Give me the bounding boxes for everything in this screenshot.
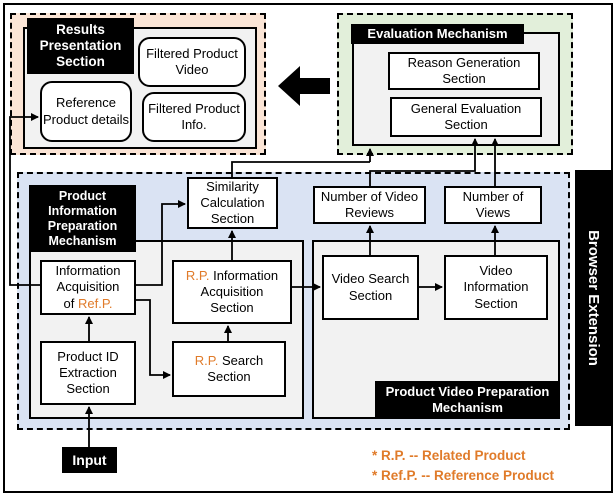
rp-search-text2: Section xyxy=(207,369,251,384)
video-search-box: Video Search Section xyxy=(322,255,419,320)
similarity-calculation-box: Similarity Calculation Section xyxy=(187,177,278,229)
filtered-product-video-box: Filtered Product Video xyxy=(138,37,246,87)
general-evaluation-box: General Evaluation Section xyxy=(390,97,542,137)
rp-search-text1: Search xyxy=(218,352,264,368)
rp-search-box: R.P. Search Section xyxy=(172,341,286,397)
number-of-views-box: Number of Views xyxy=(444,186,542,224)
rp-highlight-info: R.P. xyxy=(185,267,210,283)
product-info-mechanism-title: Product Information Preparation Mechanis… xyxy=(29,185,136,252)
browser-extension-text: Browser Extension xyxy=(585,230,602,366)
info-acquisition-prefix: of xyxy=(63,295,78,311)
info-acquisition-ref-box: Information Acquisition of Ref.P. xyxy=(40,260,136,315)
reference-product-details-box: Reference Product details xyxy=(40,81,132,142)
reason-generation-box: Reason Generation Section xyxy=(388,52,540,90)
info-acquisition-line2: Acquisition xyxy=(56,279,120,295)
product-id-extraction-box: Product ID Extraction Section xyxy=(40,341,136,405)
ref-p-highlight: Ref.P. xyxy=(78,295,113,311)
input-label: Input xyxy=(62,447,117,473)
filtered-product-info-box: Filtered Product Info. xyxy=(142,92,246,142)
rp-info-text1: Information xyxy=(209,267,279,283)
video-information-box: Video Information Section xyxy=(444,255,548,320)
video-mechanism-title: Product Video Preparation Mechanism xyxy=(375,381,560,419)
footnote-rp: * R.P. -- Related Product xyxy=(372,448,526,463)
rp-highlight-search: R.P. xyxy=(194,352,219,368)
evaluation-mechanism-title: Evaluation Mechanism xyxy=(351,24,524,44)
number-of-video-reviews-box: Number of Video Reviews xyxy=(313,186,426,224)
rp-info-text3: Section xyxy=(210,300,254,316)
rp-info-text2: Acquisition xyxy=(200,283,264,299)
info-acquisition-line1: Information xyxy=(55,263,121,279)
outer-frame xyxy=(3,3,613,493)
results-presentation-title: Results Presentation Section xyxy=(27,18,134,74)
footnote-refp: * Ref.P. -- Reference Product xyxy=(372,468,555,483)
browser-extension-label: Browser Extension xyxy=(575,170,611,426)
rp-info-acquisition-box: R.P. Information Acquisition Section xyxy=(172,260,292,324)
